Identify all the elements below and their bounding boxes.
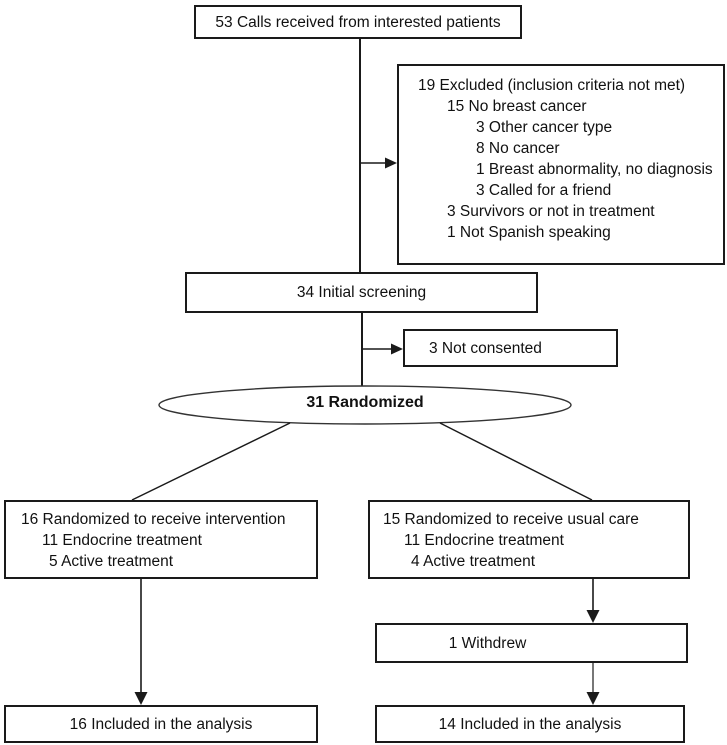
excluded-no-cancer-line: 8 No cancer — [476, 140, 560, 157]
calls-received-label: 53 Calls received from interested patien… — [215, 13, 501, 31]
randomized-ellipse-label: 31 Randomized — [306, 394, 424, 411]
intervention-total-line: 16 Randomized to receive intervention — [21, 511, 286, 528]
excluded-called-friend-line: 3 Called for a friend — [476, 182, 612, 199]
usual-care-total-line: 15 Randomized to receive usual care — [383, 511, 639, 528]
usual-care-arm-box: 15 Randomized to receive usual care 11 E… — [368, 500, 690, 579]
usual-care-endocrine-line: 11 Endocrine treatment — [404, 532, 564, 549]
analysis-intervention-box: 16 Included in the analysis — [4, 705, 318, 743]
excluded-box: 19 Excluded (inclusion criteria not met)… — [397, 64, 725, 265]
excluded-total-line: 19 Excluded (inclusion criteria not met) — [418, 77, 686, 94]
intervention-arm-box: 16 Randomized to receive intervention 11… — [4, 500, 318, 579]
analysis-usual-care-box: 14 Included in the analysis — [375, 705, 685, 743]
withdrew-label: 1 Withdrew — [448, 634, 527, 652]
initial-screening-box: 34 Initial screening — [185, 272, 538, 313]
excluded-other-cancer-line: 3 Other cancer type — [476, 119, 613, 136]
excluded-no-breast-cancer-line: 15 No breast cancer — [447, 98, 587, 115]
withdrew-box: 1 Withdrew — [375, 623, 688, 663]
not-consented-label: 3 Not consented — [429, 339, 542, 357]
calls-received-box: 53 Calls received from interested patien… — [194, 5, 522, 39]
excluded-not-spanish-line: 1 Not Spanish speaking — [447, 224, 611, 241]
analysis-intervention-label: 16 Included in the analysis — [69, 715, 253, 733]
initial-screening-label: 34 Initial screening — [296, 284, 427, 301]
analysis-usual-care-label: 14 Included in the analysis — [438, 715, 622, 733]
not-consented-box: 3 Not consented — [403, 329, 618, 367]
excluded-abnormality-line: 1 Breast abnormality, no diagnosis — [476, 161, 713, 178]
excluded-survivors-line: 3 Survivors or not in treatment — [447, 203, 655, 220]
intervention-active-line: 5 Active treatment — [49, 553, 174, 570]
usual-care-active-line: 4 Active treatment — [411, 553, 536, 570]
intervention-endocrine-line: 11 Endocrine treatment — [42, 532, 202, 549]
